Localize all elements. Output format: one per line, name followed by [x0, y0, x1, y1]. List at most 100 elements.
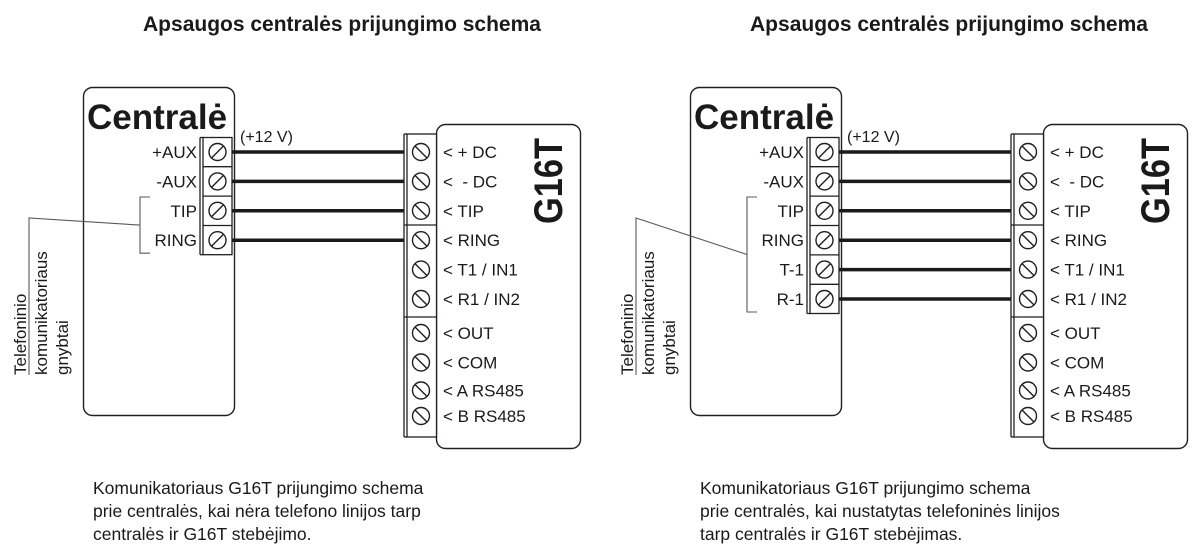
- screw-slot: [414, 263, 428, 277]
- panel-terminal: +AUX: [759, 142, 834, 162]
- voltage-label: (+12 V): [847, 129, 900, 146]
- caption-line: prie centralės, kai nėra telefono linijo…: [93, 501, 421, 521]
- device-terminal: < A RS485: [411, 381, 524, 401]
- screw-slot: [1021, 174, 1035, 188]
- screw-slot: [1021, 356, 1035, 369]
- side-label-line: komunikatoriaus: [639, 251, 658, 375]
- screw-slot: [414, 292, 428, 306]
- panel-terminal-label: RING: [155, 231, 198, 250]
- terminal-block-body: [406, 133, 438, 438]
- screw-slot: [1021, 233, 1035, 247]
- device-terminal-label: < OUT: [1050, 324, 1101, 343]
- caption-line: Komunikatoriaus G16T prijungimo schema: [700, 478, 1031, 498]
- device-terminal: < COM: [1018, 353, 1104, 373]
- screw-icon: [1018, 381, 1038, 400]
- device-name: G16T: [1134, 138, 1178, 224]
- leader-line: [635, 217, 748, 375]
- screw-icon: [1018, 289, 1038, 309]
- panel-terminal: -AUX: [763, 166, 839, 191]
- device-terminal-label: < - DC: [1050, 172, 1104, 191]
- screw-icon: [1018, 323, 1038, 343]
- side-label-line: Telefoninio: [618, 294, 637, 375]
- caption-line: Komunikatoriaus G16T prijungimo schema: [93, 478, 424, 498]
- device-terminal-label: < T1 / IN1: [443, 261, 518, 280]
- device-terminal-label: < OUT: [443, 324, 494, 343]
- diagram-title: Apsaugos centralės prijungimo schema: [143, 13, 541, 36]
- screw-icon: [411, 323, 431, 343]
- panel-terminal: TIP: [778, 195, 839, 221]
- device-terminal-label: < T1 / IN1: [1050, 261, 1125, 280]
- panel-terminal: R-1: [777, 283, 839, 309]
- panel-terminal: RING: [155, 224, 232, 250]
- device-name: G16T: [527, 138, 571, 224]
- device-terminal-block: < + DC < - DC < TIP < RING < T1 / IN1 < R1 / …: [403, 133, 526, 438]
- screw-slot: [211, 174, 224, 188]
- screw-slot: [414, 326, 428, 340]
- screw-icon: [411, 381, 431, 400]
- device-terminal-label: < - DC: [443, 172, 497, 191]
- terminal-block-body: [1013, 133, 1045, 438]
- device-terminal: < T1 / IN1: [411, 260, 518, 280]
- panel-terminal-label: +AUX: [152, 143, 197, 162]
- device-terminal: < TIP: [1018, 201, 1091, 221]
- device-terminal-label: < A RS485: [443, 382, 524, 401]
- screw-slot: [818, 292, 831, 306]
- device-terminal-label: < A RS485: [1050, 382, 1131, 401]
- voltage-label: (+12 V): [240, 129, 293, 146]
- screw-icon: [815, 289, 834, 309]
- panel-terminal-label: RING: [762, 231, 805, 250]
- terminal-bracket: [746, 196, 757, 313]
- device-terminal: < R1 / IN2: [411, 289, 520, 309]
- screw-slot: [414, 356, 428, 369]
- device-terminal: < COM: [411, 353, 497, 373]
- screw-icon: [208, 172, 227, 191]
- screw-slot: [1021, 326, 1035, 340]
- device-terminal-label: < COM: [443, 354, 497, 373]
- screw-icon: [1018, 260, 1038, 279]
- terminal-bracket: [139, 196, 150, 254]
- side-label-line: Telefoninio: [11, 294, 30, 375]
- screw-icon: [208, 201, 227, 221]
- device-terminal: < RING: [1018, 230, 1107, 250]
- device-terminal-label: < + DC: [1050, 143, 1104, 162]
- device-terminal: < B RS485: [1018, 406, 1133, 426]
- device-terminal: < RING: [411, 230, 500, 250]
- diagram-2: Apsaugos centralės prijungimo schemaCent…: [618, 13, 1189, 544]
- screw-slot: [1021, 204, 1035, 218]
- screw-icon: [1018, 172, 1038, 191]
- screw-icon: [815, 260, 834, 279]
- screw-slot: [414, 145, 428, 159]
- screw-icon: [411, 353, 431, 372]
- screw-slot: [211, 145, 224, 159]
- device-terminal: < OUT: [411, 323, 494, 343]
- screw-icon: [1018, 406, 1038, 426]
- screw-icon: [208, 142, 227, 162]
- side-label-line: gnybtai: [53, 320, 72, 375]
- device-terminal: < A RS485: [1018, 381, 1131, 401]
- screw-slot: [1021, 145, 1035, 159]
- device-terminal-block: < + DC< - DC< TIP< RING< T1 / IN1< R1 / …: [1010, 133, 1133, 438]
- screw-slot: [211, 204, 224, 218]
- screw-slot: [414, 174, 428, 188]
- control-panel-name: Centralė: [694, 98, 834, 137]
- panel-terminal: +AUX: [152, 142, 227, 162]
- panel-terminal-label: T-1: [779, 261, 804, 280]
- screw-slot: [818, 174, 831, 188]
- side-label-line: komunikatoriaus: [32, 251, 51, 375]
- device-terminal-label: < R1 / IN2: [443, 290, 520, 309]
- panel-terminal-label: TIP: [778, 202, 804, 221]
- panel-terminal: -AUX: [156, 166, 232, 191]
- screw-icon: [411, 260, 431, 279]
- diagram-1: Apsaugos centralės prijungimo schemaCent…: [11, 13, 582, 544]
- screw-slot: [1021, 409, 1035, 423]
- device-terminal: < TIP: [411, 201, 484, 221]
- screw-slot: [818, 204, 831, 218]
- screw-slot: [1021, 263, 1035, 277]
- device-terminal: < T1 / IN1: [1018, 260, 1125, 280]
- device-terminal: < + DC: [411, 142, 497, 162]
- device-terminal: < B RS485: [411, 406, 526, 426]
- device-terminal-label: < RING: [443, 231, 500, 250]
- device-terminal-label: < + DC: [443, 143, 497, 162]
